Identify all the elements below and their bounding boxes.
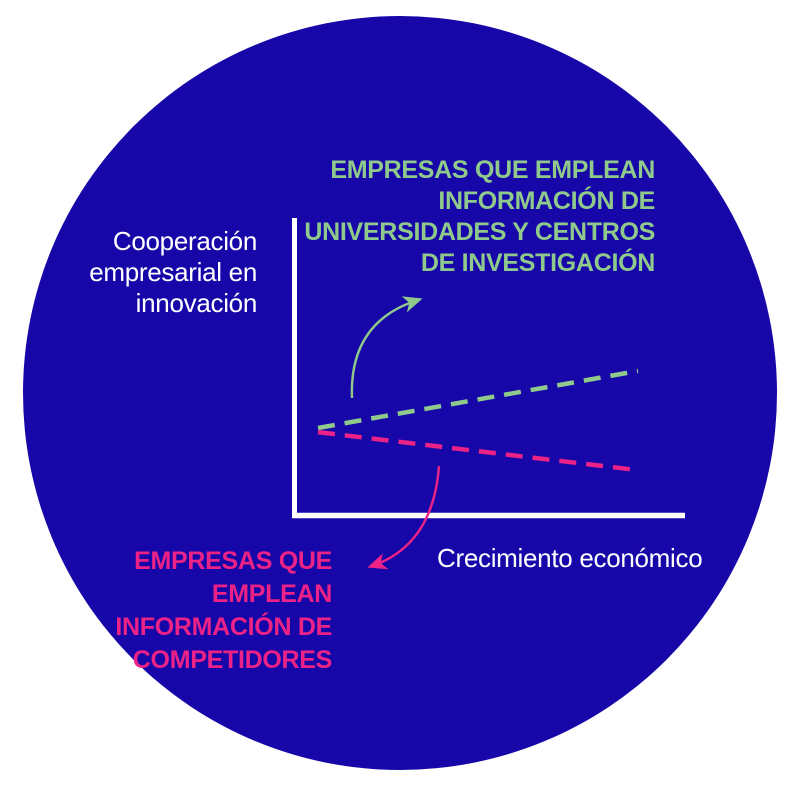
y-axis-label: Cooperación empresarial en innovación: [89, 226, 257, 318]
green-series-label: EMPRESAS QUE EMPLEAN INFORMACIÓN DE UNIV…: [304, 156, 655, 277]
pink-series-label: EMPRESAS QUE EMPLEAN INFORMACIÓN DE COMP…: [115, 547, 332, 674]
pink-curved-arrow-icon: [367, 465, 441, 570]
pink-dashed-trend-line: [317, 429, 639, 473]
green-dashed-trend-line: [317, 368, 639, 431]
background-circle: [23, 16, 777, 770]
x-axis-label: Crecimiento económico: [437, 543, 703, 573]
green-curved-arrow-icon: [350, 296, 423, 399]
